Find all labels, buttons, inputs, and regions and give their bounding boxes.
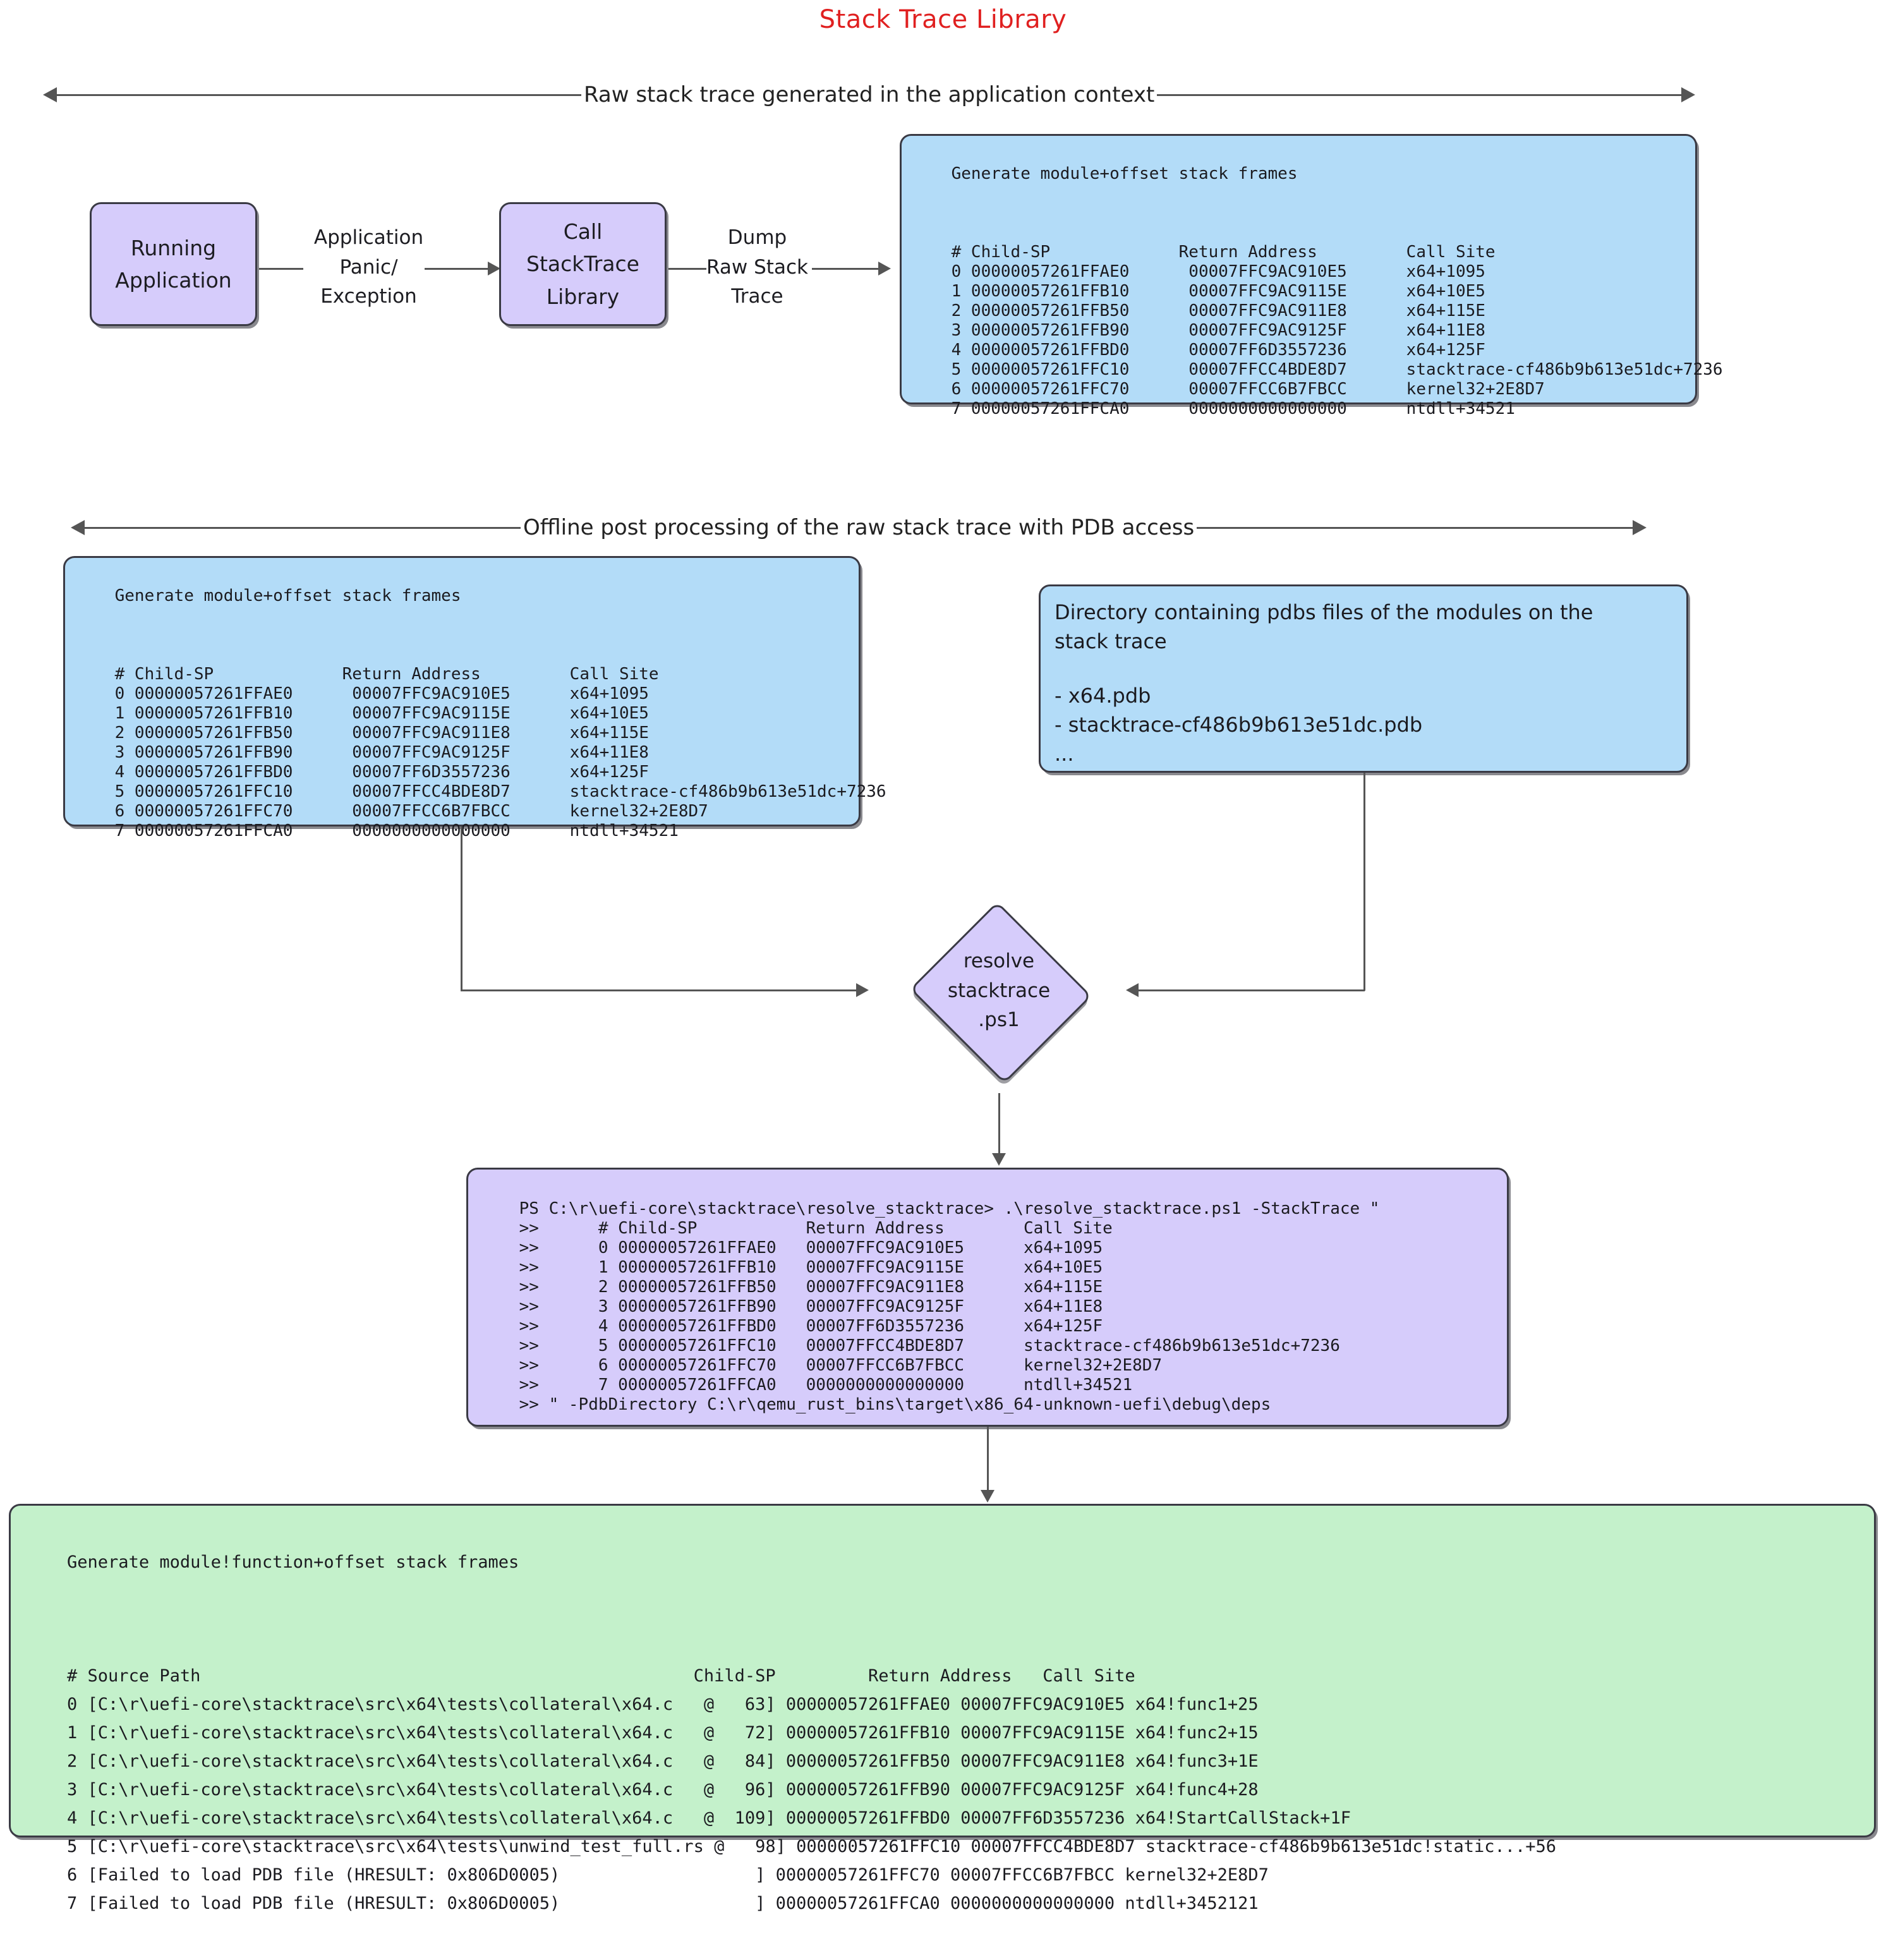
panel-pdb-directory: Directory containing pdbs files of the m… — [1039, 584, 1688, 773]
connector-dump-to-rawbox — [812, 268, 881, 270]
band-line-right — [1197, 526, 1633, 529]
raw-stack-row: 2 00000057261FFB50 00007FFC9AC911E8 x64+… — [951, 301, 1485, 320]
raw-stack-row: 2 00000057261FFB50 00007FFC9AC911E8 x64+… — [114, 723, 649, 742]
connector-panic-to-lib — [425, 268, 491, 270]
pdb-directory-ellipsis: ... — [1055, 742, 1074, 766]
raw-stack-heading-input: Generate module+offset stack frames — [114, 586, 461, 605]
arrow-to-powershell-icon — [992, 1153, 1006, 1166]
resolved-row: 7 [Failed to load PDB file (HRESULT: 0x8… — [67, 1894, 1259, 1913]
raw-stack-columns-input: # Child-SP Return Address Call Site — [114, 665, 659, 684]
node-running-application[interactable]: Running Application — [90, 202, 257, 326]
section-band-raw-trace: Raw stack trace generated in the applica… — [43, 82, 1696, 107]
band-arrow-right-icon — [1633, 520, 1647, 535]
raw-stack-row: 1 00000057261FFB10 00007FFC9AC9115E x64+… — [951, 282, 1485, 301]
band-line-left — [57, 94, 581, 96]
pdb-directory-item-stacktrace: - stacktrace-cf486b9b613e51dc.pdb — [1055, 713, 1423, 737]
powershell-line: >> 0 00000057261FFAE0 00007FFC9AC910E5 x… — [519, 1238, 1103, 1257]
raw-stack-row: 6 00000057261FFC70 00007FFCC6B7FBCC kern… — [114, 802, 708, 821]
band-arrow-left-icon — [71, 520, 85, 535]
raw-stack-row: 5 00000057261FFC10 00007FFCC4BDE8D7 stac… — [114, 782, 886, 801]
connector-lib-to-dump — [668, 268, 706, 270]
band-arrow-left-icon — [43, 87, 57, 102]
section-band-offline-processing: Offline post processing of the raw stack… — [71, 515, 1688, 540]
powershell-pdbdirectory-line: >> " -PdbDirectory C:\r\qemu_rust_bins\t… — [519, 1395, 1271, 1414]
pdb-directory-line-1: Directory containing pdbs files of the m… — [1055, 600, 1593, 624]
raw-stack-row: 1 00000057261FFB10 00007FFC9AC9115E x64+… — [114, 704, 649, 723]
raw-stack-row: 0 00000057261FFAE0 00007FFC9AC910E5 x64+… — [114, 684, 649, 703]
resolved-row: 5 [C:\r\uefi-core\stacktrace\src\x64\tes… — [67, 1837, 1557, 1856]
raw-stack-row: 3 00000057261FFB90 00007FFC9AC9125F x64+… — [951, 321, 1485, 340]
raw-stack-row: 0 00000057261FFAE0 00007FFC9AC910E5 x64+… — [951, 262, 1485, 281]
powershell-line: >> 7 00000057261FFCA0 0000000000000000 n… — [519, 1376, 1133, 1394]
resolved-row: 1 [C:\r\uefi-core\stacktrace\src\x64\tes… — [67, 1723, 1259, 1743]
powershell-prompt-line: PS C:\r\uefi-core\stacktrace\resolve_sta… — [519, 1199, 1380, 1218]
raw-stack-row: 4 00000057261FFBD0 00007FF6D3557236 x64+… — [114, 763, 649, 782]
powershell-line: >> 1 00000057261FFB10 00007FFC9AC9115E x… — [519, 1258, 1103, 1277]
panel-resolved-stack-frames: Generate module!function+offset stack fr… — [9, 1504, 1876, 1913]
raw-stack-code-top: Generate module+offset stack frames # Ch… — [902, 136, 1723, 450]
connector-rawbox-right — [461, 989, 859, 991]
pdb-directory-content: Directory containing pdbs files of the m… — [1041, 586, 1686, 780]
arrow-to-raw-stack-box-icon — [878, 262, 891, 275]
resolved-row: 0 [C:\r\uefi-core\stacktrace\src\x64\tes… — [67, 1695, 1259, 1714]
powershell-line: >> 4 00000057261FFBD0 00007FF6D3557236 x… — [519, 1317, 1103, 1336]
connector-pdbbox-left — [1137, 989, 1365, 991]
band-arrow-right-icon — [1681, 87, 1696, 102]
node-resolve-stacktrace-label: resolve stacktrace .ps1 — [947, 950, 1051, 1031]
arrow-pdbbox-to-resolve-icon — [1126, 983, 1139, 997]
section-band-raw-trace-label: Raw stack trace generated in the applica… — [584, 82, 1155, 107]
raw-stack-row: 7 00000057261FFCA0 0000000000000000 ntdl… — [951, 399, 1515, 418]
raw-stack-row: 5 00000057261FFC10 00007FFCC4BDE8D7 stac… — [951, 360, 1723, 379]
raw-stack-columns-top: # Child-SP Return Address Call Site — [951, 243, 1496, 262]
connector-app-to-lib — [259, 268, 303, 270]
resolved-code: Generate module!function+offset stack fr… — [11, 1506, 1874, 1960]
band-line-left — [85, 526, 521, 529]
band-line-right — [1157, 94, 1682, 96]
panel-powershell-command: PS C:\r\uefi-core\stacktrace\resolve_sta… — [466, 1168, 1509, 1427]
pdb-directory-line-2: stack trace — [1055, 629, 1167, 653]
arrow-to-stacktrace-library-icon — [488, 262, 500, 275]
connector-resolve-to-powershell — [998, 1093, 1000, 1159]
resolved-row: 4 [C:\r\uefi-core\stacktrace\src\x64\tes… — [67, 1808, 1351, 1828]
connector-rawbox-down — [461, 826, 462, 991]
resolved-heading: Generate module!function+offset stack fr… — [67, 1552, 519, 1572]
raw-stack-heading-top: Generate module+offset stack frames — [951, 164, 1298, 183]
page-title: Stack Trace Library — [819, 5, 1067, 34]
arrow-to-resolved-icon — [981, 1490, 994, 1503]
powershell-line: >> 5 00000057261FFC10 00007FFCC4BDE8D7 s… — [519, 1336, 1340, 1355]
resolved-row: 3 [C:\r\uefi-core\stacktrace\src\x64\tes… — [67, 1780, 1259, 1800]
raw-stack-row: 6 00000057261FFC70 00007FFCC6B7FBCC kern… — [951, 380, 1545, 399]
panel-raw-stack-frames-input: Generate module+offset stack frames # Ch… — [63, 556, 886, 840]
powershell-line: >> 2 00000057261FFB50 00007FFC9AC911E8 x… — [519, 1278, 1103, 1297]
resolved-row: 2 [C:\r\uefi-core\stacktrace\src\x64\tes… — [67, 1751, 1259, 1771]
powershell-line: >> 6 00000057261FFC70 00007FFCC6B7FBCC k… — [519, 1356, 1163, 1375]
resolved-row: 6 [Failed to load PDB file (HRESULT: 0x8… — [67, 1865, 1269, 1885]
powershell-line: >> 3 00000057261FFB90 00007FFC9AC9125F x… — [519, 1297, 1103, 1316]
edge-label-dump-raw-stack-trace: Dump Raw Stack Trace — [682, 223, 832, 312]
edge-label-application-panic: Application Panic/ Exception — [297, 223, 440, 312]
section-band-offline-processing-label: Offline post processing of the raw stack… — [523, 515, 1195, 540]
connector-pdbbox-down — [1363, 773, 1365, 991]
arrow-rawbox-to-resolve-icon — [856, 983, 869, 997]
pdb-directory-item-x64: - x64.pdb — [1055, 684, 1151, 708]
connector-powershell-to-resolved — [987, 1427, 989, 1496]
raw-stack-code-input: Generate module+offset stack frames # Ch… — [65, 558, 886, 872]
raw-stack-row: 3 00000057261FFB90 00007FFC9AC9125F x64+… — [114, 743, 649, 762]
node-call-stacktrace-library[interactable]: Call StackTrace Library — [499, 202, 667, 326]
panel-raw-stack-frames-top: Generate module+offset stack frames # Ch… — [900, 134, 1723, 418]
raw-stack-row: 4 00000057261FFBD0 00007FF6D3557236 x64+… — [951, 341, 1485, 360]
powershell-code: PS C:\r\uefi-core\stacktrace\resolve_sta… — [468, 1170, 1507, 1444]
powershell-line: >> # Child-SP Return Address Call Site — [519, 1219, 1113, 1238]
raw-stack-row: 7 00000057261FFCA0 0000000000000000 ntdl… — [114, 821, 679, 840]
resolved-columns: # Source Path Child-SP Return Address Ca… — [67, 1666, 1135, 1686]
